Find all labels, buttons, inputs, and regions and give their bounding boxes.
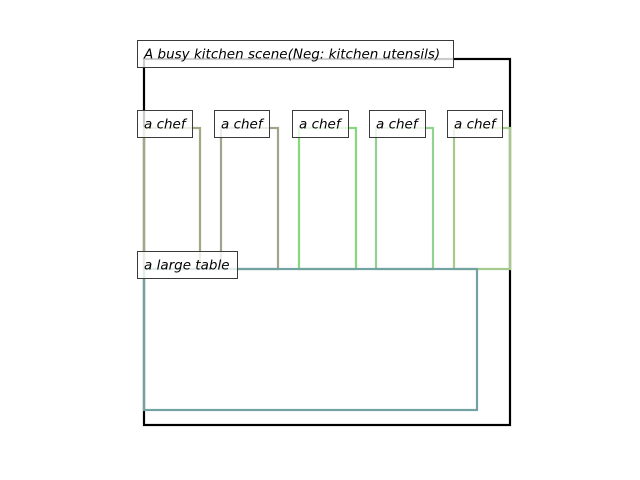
scene-caption-background	[137, 40, 454, 68]
chef-box-3	[297, 126, 358, 271]
table-box	[142, 267, 479, 412]
chef-label-5-text: a chef	[454, 117, 498, 133]
chef-label-2-background	[214, 110, 270, 138]
chef-label-5: a chef	[447, 110, 503, 138]
chef-label-1: a chef	[137, 110, 193, 138]
table-label-text: a large table	[144, 258, 230, 274]
chef-label-3-background	[292, 110, 349, 138]
chef-label-1-text: a chef	[144, 117, 188, 133]
chef-box-2	[219, 126, 280, 271]
scene-caption-text: A busy kitchen scene(Neg: kitchen utensi…	[143, 47, 440, 63]
chef-label-3-text: a chef	[299, 117, 343, 133]
chef-label-1-background	[137, 110, 193, 138]
table-label-background	[137, 251, 238, 279]
scene-caption-label: A busy kitchen scene(Neg: kitchen utensi…	[137, 40, 454, 68]
chef-box-1	[142, 126, 202, 271]
chef-label-2-text: a chef	[221, 117, 265, 133]
chef-label-2: a chef	[214, 110, 270, 138]
chef-box-4	[374, 126, 435, 271]
chef-box-5	[452, 126, 512, 271]
chef-label-4-text: a chef	[376, 117, 420, 133]
chef-label-4-background	[369, 110, 426, 138]
chef-label-3: a chef	[292, 110, 349, 138]
chef-label-4: a chef	[369, 110, 426, 138]
chef-label-5-background	[447, 110, 503, 138]
table-label: a large table	[137, 251, 238, 279]
